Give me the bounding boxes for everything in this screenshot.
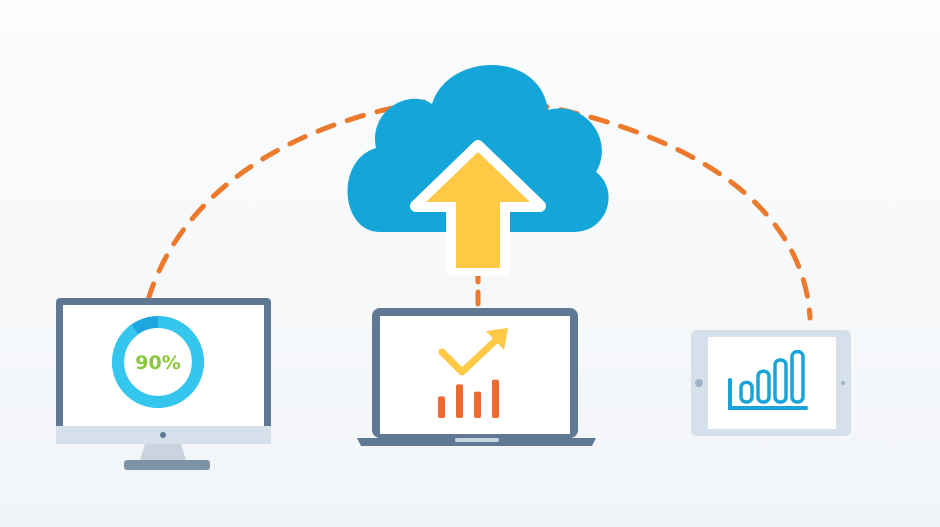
progress-ring-fill (112, 316, 204, 408)
laptop-bar-2 (456, 384, 463, 418)
monitor-base (124, 460, 210, 470)
tablet-bar-chart (739, 349, 805, 404)
laptop-bar-1 (438, 396, 445, 418)
laptop-bar-3 (474, 391, 481, 418)
tablet-screen (708, 337, 836, 429)
tablet-camera-dot (841, 381, 845, 385)
gauge-value-label: 90% (135, 352, 180, 374)
monitor-stand (140, 444, 186, 460)
laptop-bar-chart (438, 379, 499, 418)
tablet-bar-2 (756, 369, 771, 404)
desktop-monitor: 90% (56, 298, 271, 470)
trend-check-arrow-icon (438, 336, 500, 376)
tablet-bar-4 (790, 349, 805, 404)
laptop (357, 308, 596, 446)
trend-arrow-head (486, 328, 508, 350)
tablet (691, 330, 851, 436)
tablet-bar-3 (773, 358, 788, 404)
tablet-home-button (695, 379, 703, 387)
tablet-bar-1 (739, 380, 754, 404)
monitor-power-dot (160, 432, 166, 438)
tablet-chart-axis (728, 378, 808, 410)
laptop-trackpad-notch (455, 438, 499, 442)
laptop-bar-4 (492, 379, 499, 418)
upload-arrow-icon (410, 140, 546, 276)
